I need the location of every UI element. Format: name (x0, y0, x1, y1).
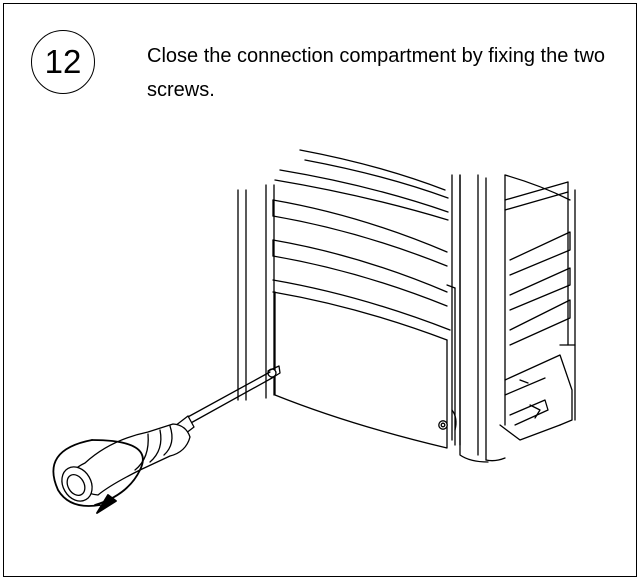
step-number: 12 (44, 43, 82, 80)
rotation-arrow-icon (52, 439, 144, 514)
appliance-body (237, 149, 576, 463)
step-number-badge: 12 (31, 30, 95, 94)
compartment-cover (274, 291, 448, 449)
screw-icon (438, 409, 457, 431)
step-instruction: Close the connection compartment by fixi… (147, 45, 606, 101)
screwdriver-icon (61, 365, 281, 502)
